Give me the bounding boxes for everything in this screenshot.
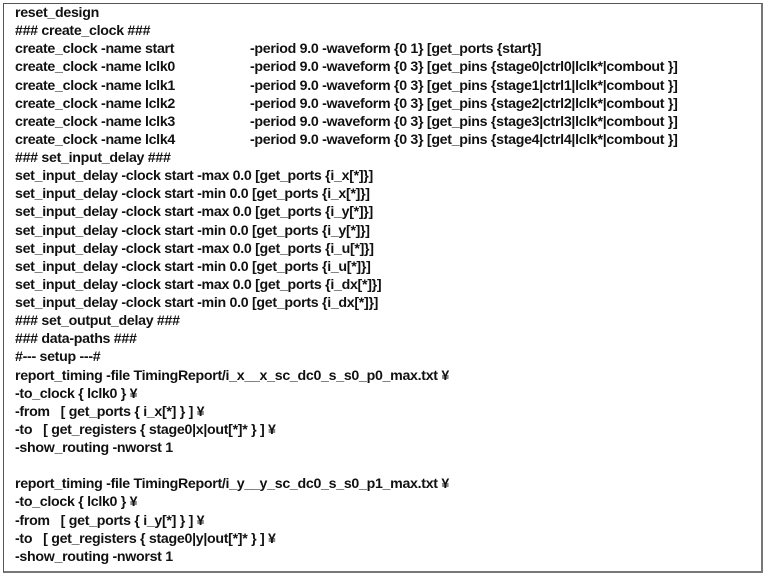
create-clock-line: create_clock -name lclk4 -period 9.0 -wav… (15, 131, 678, 149)
code-line: -show_routing -nworst 1 (15, 548, 173, 565)
code-line: ### set_output_delay ### (15, 313, 180, 330)
code-line: set_input_delay -clock start -max 0.0 [g… (15, 204, 373, 221)
clock-name: create_clock -name lclk1 (15, 77, 176, 94)
script-listing: reset_design ### create_clock ### create… (15, 4, 678, 566)
code-line: ### data-paths ### (15, 331, 137, 348)
code-line: set_input_delay -clock start -max 0.0 [g… (15, 168, 373, 185)
clock-args: -period 9.0 -waveform {0 3} [get_pins {s… (250, 59, 678, 76)
code-line: -from [ get_ports { i_x[*] } ] ¥ (15, 403, 205, 420)
code-line: report_timing -file TimingReport/i_y__y_… (15, 476, 449, 493)
clock-name: create_clock -name lclk4 (15, 131, 176, 148)
code-line: set_input_delay -clock start -min 0.0 [g… (15, 186, 370, 203)
code-line: -from [ get_ports { i_y[*] } ] ¥ (15, 512, 205, 529)
clock-name: create_clock -name lclk0 (15, 59, 176, 76)
code-line: reset_design (15, 5, 99, 21)
code-line: set_input_delay -clock start -max 0.0 [g… (15, 276, 382, 293)
code-line: -to [ get_registers { stage0|y|out[*]* }… (15, 530, 276, 547)
create-clock-line: create_clock -name lclk1 -period 9.0 -wav… (15, 77, 678, 95)
clock-args: -period 9.0 -waveform {0 3} [get_pins {s… (250, 95, 678, 112)
clock-args: -period 9.0 -waveform {0 3} [get_pins {s… (250, 113, 678, 130)
create-clock-line: create_clock -name start -period 9.0 -wav… (15, 40, 541, 58)
clock-name: create_clock -name lclk3 (15, 113, 176, 130)
code-line: -show_routing -nworst 1 (15, 440, 173, 456)
code-line: -to_clock { lclk0 } ¥ (15, 385, 138, 402)
clock-name: create_clock -name start (15, 41, 175, 58)
code-line: set_input_delay -clock start -max 0.0 [g… (15, 240, 374, 257)
code-line: set_input_delay -clock start -min 0.0 [g… (15, 295, 379, 311)
code-line (15, 457, 449, 475)
clock-name: create_clock -name lclk2 (15, 95, 176, 112)
clock-args: -period 9.0 -waveform {0 1} [get_ports {… (250, 41, 542, 58)
code-line: report_timing -file TimingReport/i_x__x_… (15, 367, 449, 384)
clock-args: -period 9.0 -waveform {0 3} [get_pins {s… (250, 77, 678, 94)
code-line: set_input_delay -clock start -min 0.0 [g… (15, 258, 371, 275)
code-line: #--- setup ---# (15, 349, 101, 366)
code-line: -to [ get_registers { stage0|x|out[*]* }… (15, 421, 276, 438)
code-frame (3, 3, 763, 573)
clock-args: -period 9.0 -waveform {0 3} [get_pins {s… (250, 131, 678, 148)
create-clock-line: create_clock -name lclk2 -period 9.0 -wav… (15, 95, 678, 113)
code-line: ### set_input_delay ### (15, 150, 171, 166)
create-clock-line: create_clock -name lclk0 -period 9.0 -wav… (15, 58, 678, 76)
code-comment: ### create_clock ### (15, 23, 151, 40)
create-clock-line: create_clock -name lclk3 -period 9.0 -wav… (15, 113, 678, 131)
code-line: set_input_delay -clock start -min 0.0 [g… (15, 222, 370, 239)
code-line: -to_clock { lclk0 } ¥ (15, 494, 138, 511)
